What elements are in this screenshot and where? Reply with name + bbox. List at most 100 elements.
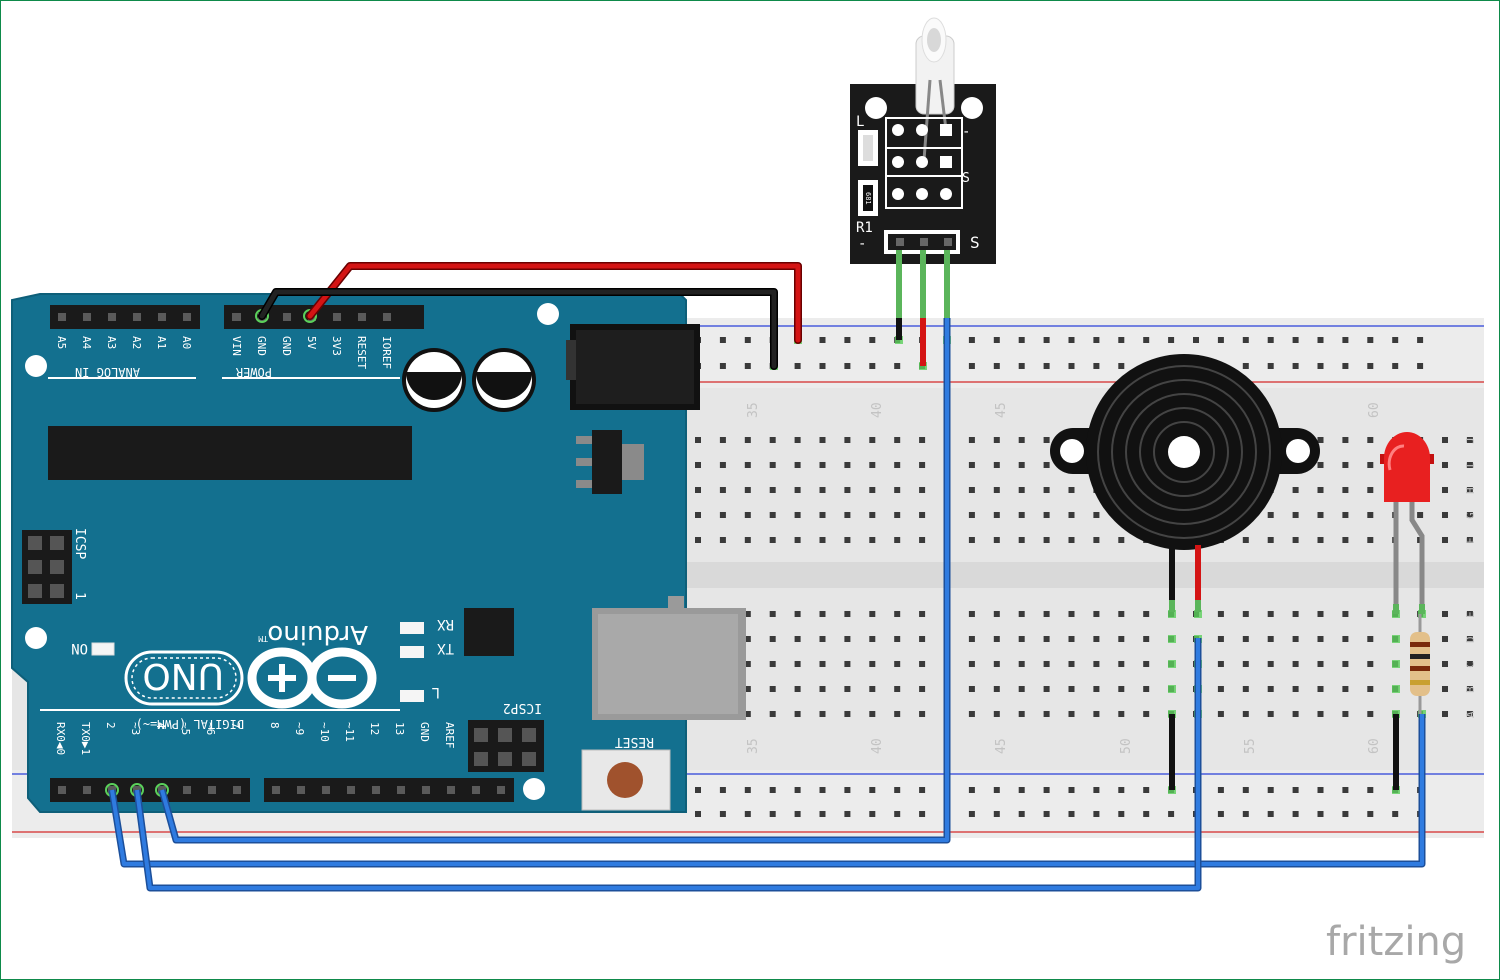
digital-pin-label: 8	[268, 722, 281, 729]
analog-in-label: ANALOG IN	[75, 365, 140, 379]
uno-model-text: UNO	[142, 655, 224, 696]
resistor-code: 681	[864, 192, 872, 205]
analog-pin-label: A1	[155, 336, 168, 349]
column-number-bottom: 45	[994, 738, 1009, 754]
wire-black-gnd	[258, 288, 778, 370]
sensor-label-s-upper: S	[962, 171, 970, 186]
arduino-logo: Arduino TM UNO	[124, 619, 377, 709]
reset-button[interactable]	[581, 749, 671, 811]
breadboard-hole-active	[1392, 635, 1400, 643]
reset-label: RESET	[615, 734, 654, 749]
sensor-label-l: L	[856, 114, 864, 130]
resistor	[1410, 614, 1430, 714]
piezo-buzzer	[1050, 354, 1320, 612]
svg-text:TM: TM	[258, 634, 268, 643]
digital-pin-label: 2	[104, 722, 117, 729]
dc-power-jack	[566, 324, 700, 410]
wire-blue-pin2-led	[108, 714, 1426, 868]
column-number-bottom: 55	[1243, 738, 1258, 754]
analog-pin-label: A0	[180, 336, 193, 349]
column-number-top: 40	[870, 402, 885, 418]
sensor-module: 681 L R1 S - - S	[850, 17, 996, 264]
breadboard-hole-active	[1194, 610, 1202, 618]
microcontroller-chip	[48, 426, 412, 480]
breadboard-hole-active	[1168, 635, 1176, 643]
digital-pin-label: GND	[418, 722, 431, 742]
digital-pin-label: 7	[229, 722, 242, 729]
column-number-bottom: 40	[870, 738, 885, 754]
column-number-top: 60	[1367, 402, 1382, 418]
column-number-top: 45	[994, 402, 1009, 418]
row-letter: H	[1464, 487, 1477, 494]
voltage-regulator	[576, 430, 644, 494]
on-led	[91, 642, 115, 656]
breadboard-hole-active	[1168, 660, 1176, 668]
row-letter: F	[1464, 537, 1477, 544]
digital-pin-label: RX0◀0	[54, 722, 67, 755]
digital-pin-label: ~3	[129, 722, 142, 735]
power-pin-label: IOREF	[380, 336, 393, 369]
led-sensor-component	[915, 17, 955, 161]
breadboard-hole-active	[1168, 685, 1176, 693]
power-pin-label: 5V	[305, 336, 318, 350]
row-letter: E	[1464, 611, 1477, 618]
digital-pin-label: ~6	[204, 722, 217, 735]
power-pin-label: GND	[255, 336, 268, 356]
analog-pin-label: A5	[55, 336, 68, 349]
digital-pin-label: ~9	[293, 722, 306, 735]
on-label: ON	[71, 640, 88, 656]
column-number-bottom: 35	[746, 738, 761, 754]
icsp-header	[22, 530, 72, 604]
sensor-label-r1: R1	[856, 220, 873, 236]
sensor-label-minus-lower: -	[858, 236, 866, 252]
digital-pin-label: TX0▶1	[79, 722, 92, 755]
red-led	[1380, 432, 1434, 614]
digital-label: DIGITAL (PWM=~)	[136, 717, 244, 731]
fritzing-logo: fritzing	[1326, 919, 1466, 965]
wire-blue-pin3-buzzer	[133, 638, 1202, 892]
l-led-label: L	[432, 684, 440, 700]
sensor-label-minus-upper: -	[962, 124, 970, 140]
analog-pin-label: A3	[105, 336, 118, 349]
power-label: POWER	[235, 365, 272, 379]
usb-port	[592, 596, 746, 720]
rx-label: RX	[437, 616, 454, 632]
arduino-logo-text: Arduino	[267, 619, 368, 649]
column-number-bottom: 60	[1367, 738, 1382, 754]
usb-chip	[464, 608, 514, 656]
digital-header-low	[50, 778, 250, 802]
row-letter: I	[1464, 462, 1477, 469]
wire-blue-pin4-sensor	[158, 318, 951, 844]
icsp2-header	[468, 720, 544, 772]
power-pin-label: RESET	[355, 336, 368, 369]
row-letter: J	[1464, 437, 1477, 444]
digital-pin-label: ~11	[343, 722, 356, 742]
row-letter: B	[1464, 686, 1477, 693]
analog-pin-label: A2	[130, 336, 143, 349]
column-number-bottom: 50	[1119, 738, 1134, 754]
icsp-label: ICSP	[72, 528, 87, 559]
digital-pin-label: AREF	[443, 722, 456, 749]
digital-pin-label: ~5	[179, 722, 192, 735]
analog-header	[50, 305, 200, 329]
icsp-pin1-label: 1	[72, 592, 87, 600]
analog-pin-label: A4	[80, 336, 93, 350]
breadboard-hole-active	[1168, 610, 1176, 618]
icsp2-label: ICSP2	[503, 700, 542, 715]
power-pin-label: VIN	[230, 336, 243, 356]
power-pin-label: 3V3	[330, 336, 343, 356]
row-letter: D	[1464, 636, 1477, 643]
power-header	[224, 305, 424, 329]
column-number-top: 35	[746, 402, 761, 418]
digital-pin-label: 13	[393, 722, 406, 735]
capacitor-2	[472, 348, 536, 412]
sensor-label-s-lower: S	[970, 233, 980, 252]
row-letter: A	[1464, 711, 1477, 718]
row-letter: G	[1464, 512, 1477, 519]
digital-pin-label: 4	[154, 722, 167, 729]
row-letter: C	[1464, 661, 1477, 668]
sensor-legs	[896, 250, 950, 318]
capacitor-1	[402, 348, 466, 412]
